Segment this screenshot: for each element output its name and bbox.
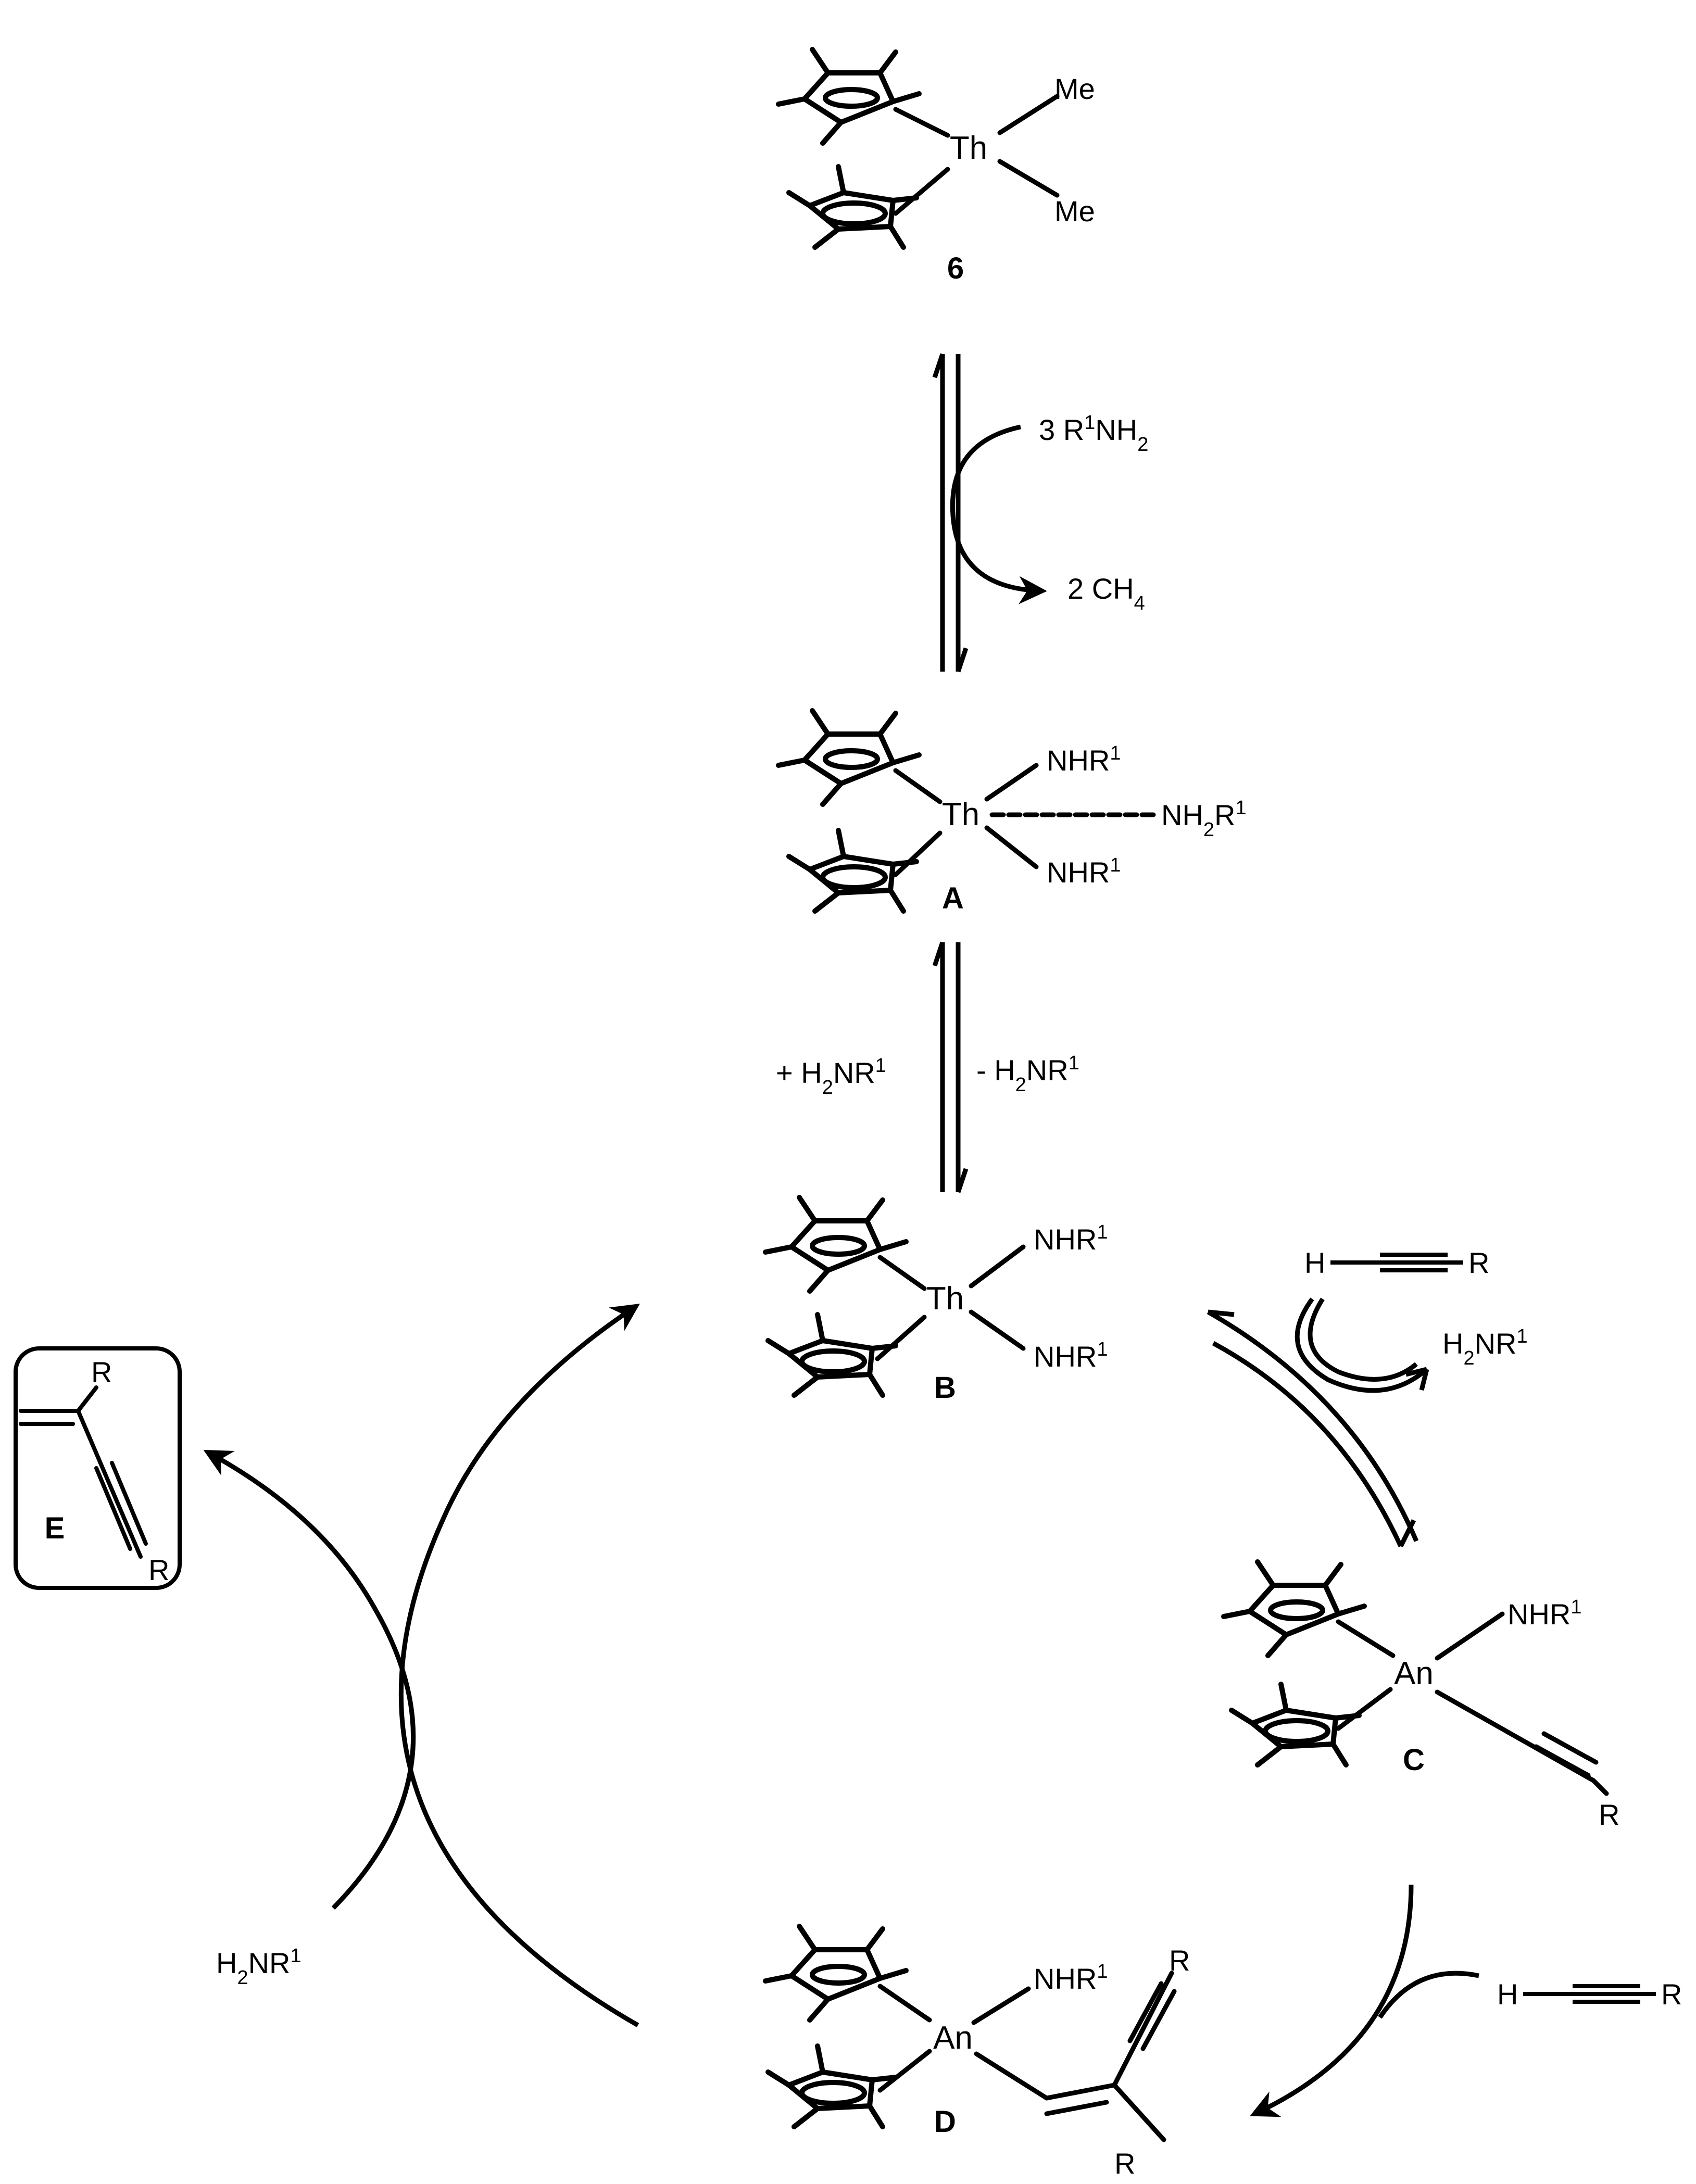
amido-top-label: NHR1 bbox=[1047, 742, 1121, 777]
methyl-bottom-label: Me bbox=[1054, 195, 1095, 228]
reagent-amine-label: 3 R1NH2 bbox=[1039, 412, 1148, 456]
arrow-C-to-D bbox=[1250, 1884, 1479, 2117]
compound-B: Th NHR1 NHR1 B bbox=[765, 1197, 1108, 1405]
product-r-top-label: R bbox=[91, 1356, 112, 1388]
equilibrium-arrow-B-C bbox=[1207, 1309, 1419, 1548]
arrow-D-to-B bbox=[398, 1304, 640, 2027]
arrow-to-product-E bbox=[203, 1449, 416, 1910]
compound-label: E bbox=[45, 1511, 65, 1545]
methyl-top-label: Me bbox=[1054, 72, 1095, 105]
product-r-bottom-label: R bbox=[148, 1554, 169, 1586]
amido-top-label: NHR1 bbox=[1034, 1221, 1108, 1256]
amido-bottom-label: NHR1 bbox=[1047, 854, 1121, 889]
compound-C: An NHR1 R C bbox=[1224, 1562, 1619, 1831]
methane-label: 2 CH4 bbox=[1067, 572, 1145, 614]
metal-label: Th bbox=[926, 1281, 964, 1317]
amine-label-left: H2NR1 bbox=[216, 1945, 301, 1989]
add-amine-label: + H2NR1 bbox=[776, 1055, 886, 1099]
remove-amine-label: - H2NR1 bbox=[976, 1052, 1079, 1096]
compound-label: 6 bbox=[947, 251, 964, 285]
compound-label: B bbox=[934, 1371, 956, 1405]
equilibrium-arrow-6-A bbox=[932, 353, 969, 673]
amido-label: NHR1 bbox=[1507, 1596, 1581, 1631]
metal-label: Th bbox=[942, 797, 979, 832]
alkyne-h-label: H bbox=[1497, 1978, 1518, 2011]
compound-label: A bbox=[942, 881, 964, 915]
alkyne-r-label: R bbox=[1661, 1978, 1682, 2011]
metal-label: Th bbox=[950, 130, 987, 166]
curved-arrow-alkyne-in bbox=[1295, 1297, 1429, 1393]
alkyne-reagent-1: H R bbox=[1304, 1246, 1489, 1279]
vinyl-r-label: R bbox=[1114, 2147, 1135, 2180]
compound-6: Th Me Me 6 bbox=[778, 49, 1095, 285]
equilibrium-arrow-A-B bbox=[932, 941, 969, 1193]
alkyne-reagent-2: H R bbox=[1497, 1978, 1682, 2011]
alkyne-r-label: R bbox=[1468, 1246, 1489, 1279]
released-amine-label: H2NR1 bbox=[1442, 1325, 1528, 1369]
compound-A: Th NHR1 NH2R1 NHR1 A bbox=[778, 711, 1247, 915]
alkynyl-r-label: R bbox=[1169, 1944, 1190, 1977]
amido-label: NHR1 bbox=[1034, 1961, 1108, 1995]
metal-label: An bbox=[1394, 1656, 1434, 1691]
compound-D: An NHR1 R R D bbox=[765, 1926, 1190, 2180]
product-E: R R E bbox=[14, 1346, 182, 1590]
compound-label: D bbox=[934, 2105, 956, 2139]
compound-label: C bbox=[1403, 1743, 1425, 1777]
amido-bottom-label: NHR1 bbox=[1034, 1339, 1108, 1373]
product-box bbox=[14, 1346, 182, 1590]
alkyne-h-label: H bbox=[1304, 1246, 1325, 1279]
alkynyl-r-label: R bbox=[1599, 1798, 1619, 1831]
metal-label: An bbox=[933, 2020, 973, 2056]
curved-arrow-amine-in bbox=[950, 424, 1047, 604]
coordinated-amine-label: NH2R1 bbox=[1161, 797, 1247, 841]
